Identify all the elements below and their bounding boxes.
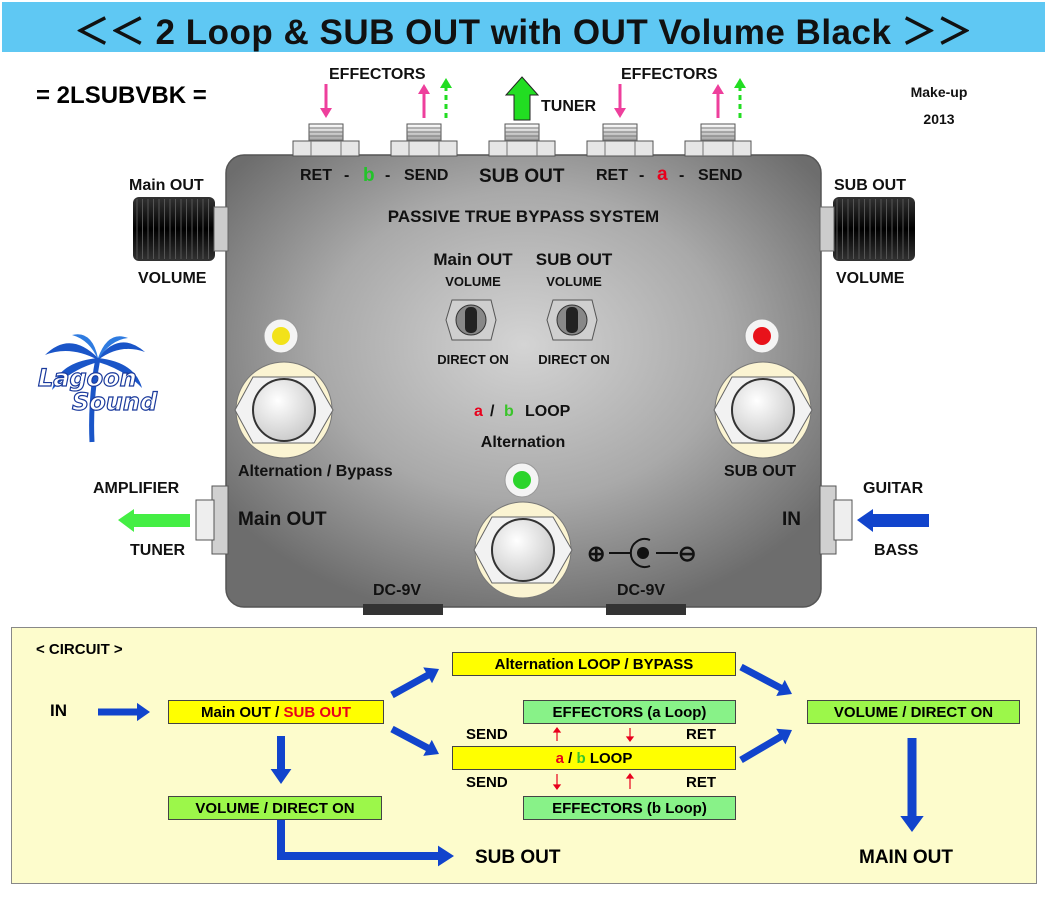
main-out-text: Main OUT / (200, 704, 280, 721)
sub-out-text: SUB OUT (283, 704, 352, 721)
flow-arrow (277, 845, 454, 867)
loop-text: LOOP (589, 750, 633, 767)
plus-symbol: ⊕ (587, 541, 606, 566)
right-volume-label: VOLUME (836, 270, 905, 287)
circuit-ab-loop: a / b LOOP (452, 746, 736, 770)
model-code: = 2LSUBVBK = (36, 82, 207, 109)
effectors-left-label: EFFECTORS (329, 66, 426, 83)
circuit-send-2: SEND (466, 774, 508, 791)
page-title: ＜＜ 2 Loop & SUB OUT with OUT Volume Blac… (74, 13, 973, 52)
flow-arrow (390, 725, 439, 756)
logo-line2: Sound (71, 387, 158, 416)
loop-a-mark: a (474, 403, 483, 420)
top-jack (390, 123, 458, 157)
system-label: PASSIVE TRUE BYPASS SYSTEM (387, 207, 660, 226)
arrow-up (440, 78, 452, 118)
circuit-effectors-b: EFFECTORS (b Loop) (523, 796, 736, 820)
logo-line1: Lagoon (37, 363, 137, 392)
amplifier-label: AMPLIFIER (93, 480, 180, 497)
a-mark: a (555, 750, 564, 767)
bass-label: BASS (874, 542, 919, 559)
flow-arrow (739, 663, 792, 696)
makeup-year: 2013 (923, 111, 955, 127)
switch2-top: VOLUME (546, 274, 602, 289)
jack-ret-a: RET (596, 167, 628, 184)
flow-line (277, 820, 285, 860)
jack-send-a: SEND (698, 167, 743, 184)
b-mark: b (576, 750, 586, 767)
circuit-alt-bypass: Alternation LOOP / BYPASS (452, 652, 736, 676)
dc-right-label: DC-9V (617, 582, 666, 599)
top-jack (684, 123, 752, 157)
main-out-jack-label: Main OUT (238, 509, 327, 530)
signal-arrow-head (625, 736, 635, 742)
left-volume-label: VOLUME (138, 270, 207, 287)
tuner-left-label: TUNER (130, 542, 186, 559)
dash: - (679, 167, 685, 184)
sub-out-top-label: SUB OUT (479, 166, 565, 187)
arrow-down (320, 84, 332, 118)
arrow-up (418, 84, 430, 118)
main-out-knob-label: Main OUT (129, 177, 204, 194)
alternation-label: Alternation (480, 434, 566, 451)
circuit-in: IN (50, 701, 67, 720)
switch1-bottom: DIRECT ON (437, 352, 509, 367)
circuit-effectors-a: EFFECTORS (a Loop) (523, 700, 736, 724)
switch1-top: VOLUME (445, 274, 501, 289)
loop-b-mark: b (504, 403, 514, 420)
signal-arrow-head (625, 773, 635, 779)
flow-arrow (390, 667, 439, 699)
arrow-down (614, 84, 626, 118)
circuit-vol-direct-left: VOLUME / DIRECT ON (168, 796, 382, 820)
circuit-sub-out: SUB OUT (475, 847, 561, 868)
flow-arrow (98, 702, 150, 722)
guitar-label: GUITAR (863, 480, 924, 497)
switch2-bottom: DIRECT ON (538, 352, 610, 367)
tuner-top-label: TUNER (541, 98, 597, 115)
circuit-ret-2: RET (686, 774, 716, 791)
loop-b-mark: b (363, 165, 375, 186)
dash: - (385, 167, 391, 184)
top-jack (488, 123, 556, 157)
loop-a-mark: a (657, 164, 668, 185)
makeup-label: Make-up (910, 84, 968, 100)
arrow-up (734, 78, 746, 118)
slash: / (568, 750, 573, 767)
footswitch-right-label: SUB OUT (724, 463, 796, 480)
signal-arrow-head (552, 727, 562, 733)
sub-out-knob-label: SUB OUT (834, 177, 906, 194)
signal-arrow-head (552, 784, 562, 790)
flow-arrow (900, 738, 924, 832)
switch1-title: Main OUT (433, 250, 513, 269)
circuit-main-sub-box: Main OUT / SUB OUT (168, 700, 384, 724)
circuit-ret-1: RET (686, 726, 716, 743)
jack-ret-b: RET (300, 167, 332, 184)
footswitch-left-label: Alternation / Bypass (238, 463, 393, 480)
loop-slash: / (490, 403, 495, 420)
in-jack-label: IN (782, 509, 801, 530)
circuit-send-1: SEND (466, 726, 508, 743)
minus-symbol: ⊖ (678, 541, 697, 566)
dash: - (344, 167, 350, 184)
title-bar (2, 2, 1045, 52)
circuit-heading: < CIRCUIT > (36, 641, 123, 658)
effectors-right-label: EFFECTORS (621, 66, 718, 83)
arrow-up (712, 84, 724, 118)
circuit-vol-direct-right: VOLUME / DIRECT ON (807, 700, 1020, 724)
loop-label: LOOP (525, 403, 571, 420)
top-jack (292, 123, 360, 157)
jack-send-b: SEND (404, 167, 449, 184)
dash: - (639, 167, 645, 184)
dc-left-label: DC-9V (373, 582, 422, 599)
flow-arrow (270, 736, 292, 784)
top-jack (586, 123, 654, 157)
circuit-main-out: MAIN OUT (859, 847, 953, 868)
switch2-title: SUB OUT (535, 250, 613, 269)
flow-arrow (739, 728, 792, 764)
